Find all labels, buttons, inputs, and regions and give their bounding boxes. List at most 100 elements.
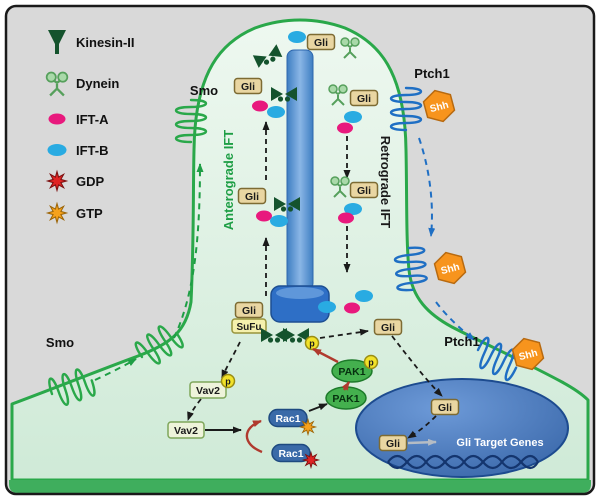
phospho-circle [304, 335, 320, 351]
shh-hexagon [422, 89, 456, 123]
gli-label: Gli [438, 402, 452, 414]
nucleus-envelope [355, 378, 569, 478]
retrograde-train-2: Gli [330, 176, 379, 224]
ift-a-particle [256, 210, 272, 222]
phospho-circle [220, 373, 236, 389]
phospho-badge-kinesin: p [304, 335, 320, 351]
gli-box-nucleus-2: Gli [378, 434, 408, 452]
shh-label: Shh [440, 262, 461, 278]
ift-b-particle [344, 203, 362, 215]
basal-body-highlight [276, 287, 324, 299]
vav2-label: Vav2 [196, 385, 220, 397]
ift-b-particle [355, 290, 373, 302]
free-ift-particles [318, 290, 373, 314]
rac1-gtp: Rac1 [268, 408, 317, 436]
shh-ligand-bottom: Shh [511, 337, 545, 371]
arrow-gli-nuclear-shuttle [407, 415, 437, 439]
shh-label: Shh [429, 100, 450, 116]
rac1-label: Rac1 [278, 448, 303, 460]
legend: Kinesin-II Dynein IFT-A IFT-B GDP GTP [45, 30, 135, 223]
vav2-box-shape [167, 421, 205, 439]
ift-b-particle [288, 31, 306, 43]
pak1-label: PAK1 [332, 393, 359, 405]
gli-label: Gli [357, 93, 371, 105]
signaling-cascade: Vav2 p Vav2 Rac1 Rac1 [167, 347, 379, 469]
arrow-pak1-activation [341, 381, 351, 391]
rac1-shape [271, 443, 311, 463]
gli-box-base-right: Gli [373, 318, 403, 336]
legend-label: IFT-A [76, 112, 109, 127]
shh-label: Shh [518, 348, 539, 364]
ift-b-icon [47, 144, 67, 156]
phospho-label: p [225, 377, 231, 387]
legend-item-ift-b: IFT-B [47, 143, 109, 158]
ptch1-label-top: Ptch1 [414, 66, 449, 81]
gtp-icon [47, 203, 67, 223]
legend-label: GTP [76, 206, 103, 221]
rac1-shape [268, 408, 308, 428]
shh-hexagon [433, 251, 467, 285]
pak1-label: PAK1 [338, 366, 365, 378]
ift-b-particle [344, 111, 362, 123]
gli-label: Gli [314, 37, 328, 49]
anterograde-train-2: Gli [237, 187, 300, 227]
arrow-gli-to-nucleus [391, 335, 443, 397]
gli-label: Gli [357, 185, 371, 197]
legend-item-gdp: GDP [47, 171, 105, 191]
basal-membrane-strip [9, 480, 591, 493]
sufu-label: SuFu [237, 322, 262, 333]
arrow-smo-traffic-1 [94, 358, 137, 381]
gli-box-anterograde-1: Gli [233, 77, 263, 95]
ift-a-particle [338, 212, 354, 224]
phospho-circle [363, 354, 379, 370]
gli-box-nucleus-1: Gli [430, 398, 460, 416]
gdp-icon [47, 171, 67, 191]
anterograde-train-1: Gli [233, 77, 297, 118]
gtp-star [299, 418, 317, 436]
vav2-box-phosphorylated: Vav2 p [189, 373, 236, 399]
phospho-label: p [368, 358, 374, 368]
anterograde-ift-label: Anterograde IFT [221, 130, 236, 230]
shh-ligand-mid: Shh [433, 251, 467, 285]
ciliary-base-complex: Gli SuFu p Gli [231, 301, 403, 351]
gli-box-retrograde-1: Gli [349, 89, 379, 107]
ift-a-icon [48, 113, 66, 125]
diagram-border [4, 4, 596, 496]
arrow-gdp-gtp-exchange [245, 419, 263, 454]
retrograde-train-1: Gli [328, 84, 379, 134]
rac1-label: Rac1 [275, 413, 300, 425]
gdp-star [302, 451, 320, 469]
ift-b-particle [270, 215, 288, 227]
arrow-ptch1-exit-2 [435, 301, 475, 341]
vav2-box-shape [189, 381, 227, 399]
arrow-ptch1-exit-1 [418, 137, 436, 237]
smo-label-cilium: Smo [190, 83, 218, 98]
vav2-label: Vav2 [174, 425, 198, 437]
dna-helix-strand-2 [387, 454, 539, 470]
smo-label-cell: Smo [46, 335, 74, 350]
gli-label: Gli [386, 438, 400, 450]
sufu-box: SuFu [231, 318, 267, 334]
shh-ligand-top: Shh [422, 89, 456, 123]
arrow-smo-to-vav2 [221, 341, 241, 379]
arrow-smo-traffic-2 [173, 163, 204, 339]
shh-hexagon [511, 337, 545, 371]
gli-target-genes-label: Gli Target Genes [456, 437, 543, 449]
rac1-gdp: Rac1 [271, 443, 320, 469]
legend-item-kinesin: Kinesin-II [48, 30, 135, 54]
legend-item-gtp: GTP [47, 203, 103, 223]
ift-a-particle [337, 122, 353, 134]
axoneme-rod [286, 49, 314, 291]
sufu-box-shape [231, 318, 267, 334]
gli-label: Gli [242, 305, 256, 317]
gli-box-retrograde-2: Gli [349, 181, 379, 199]
arrow-gli-release [319, 328, 369, 339]
nucleus: Gli Gli Gli Target Genes [355, 378, 569, 478]
ift-a-particle [344, 302, 360, 314]
pak1-shape [331, 359, 373, 383]
gli-label: Gli [245, 191, 259, 203]
legend-item-ift-a: IFT-A [48, 112, 109, 127]
legend-label: GDP [76, 174, 105, 189]
